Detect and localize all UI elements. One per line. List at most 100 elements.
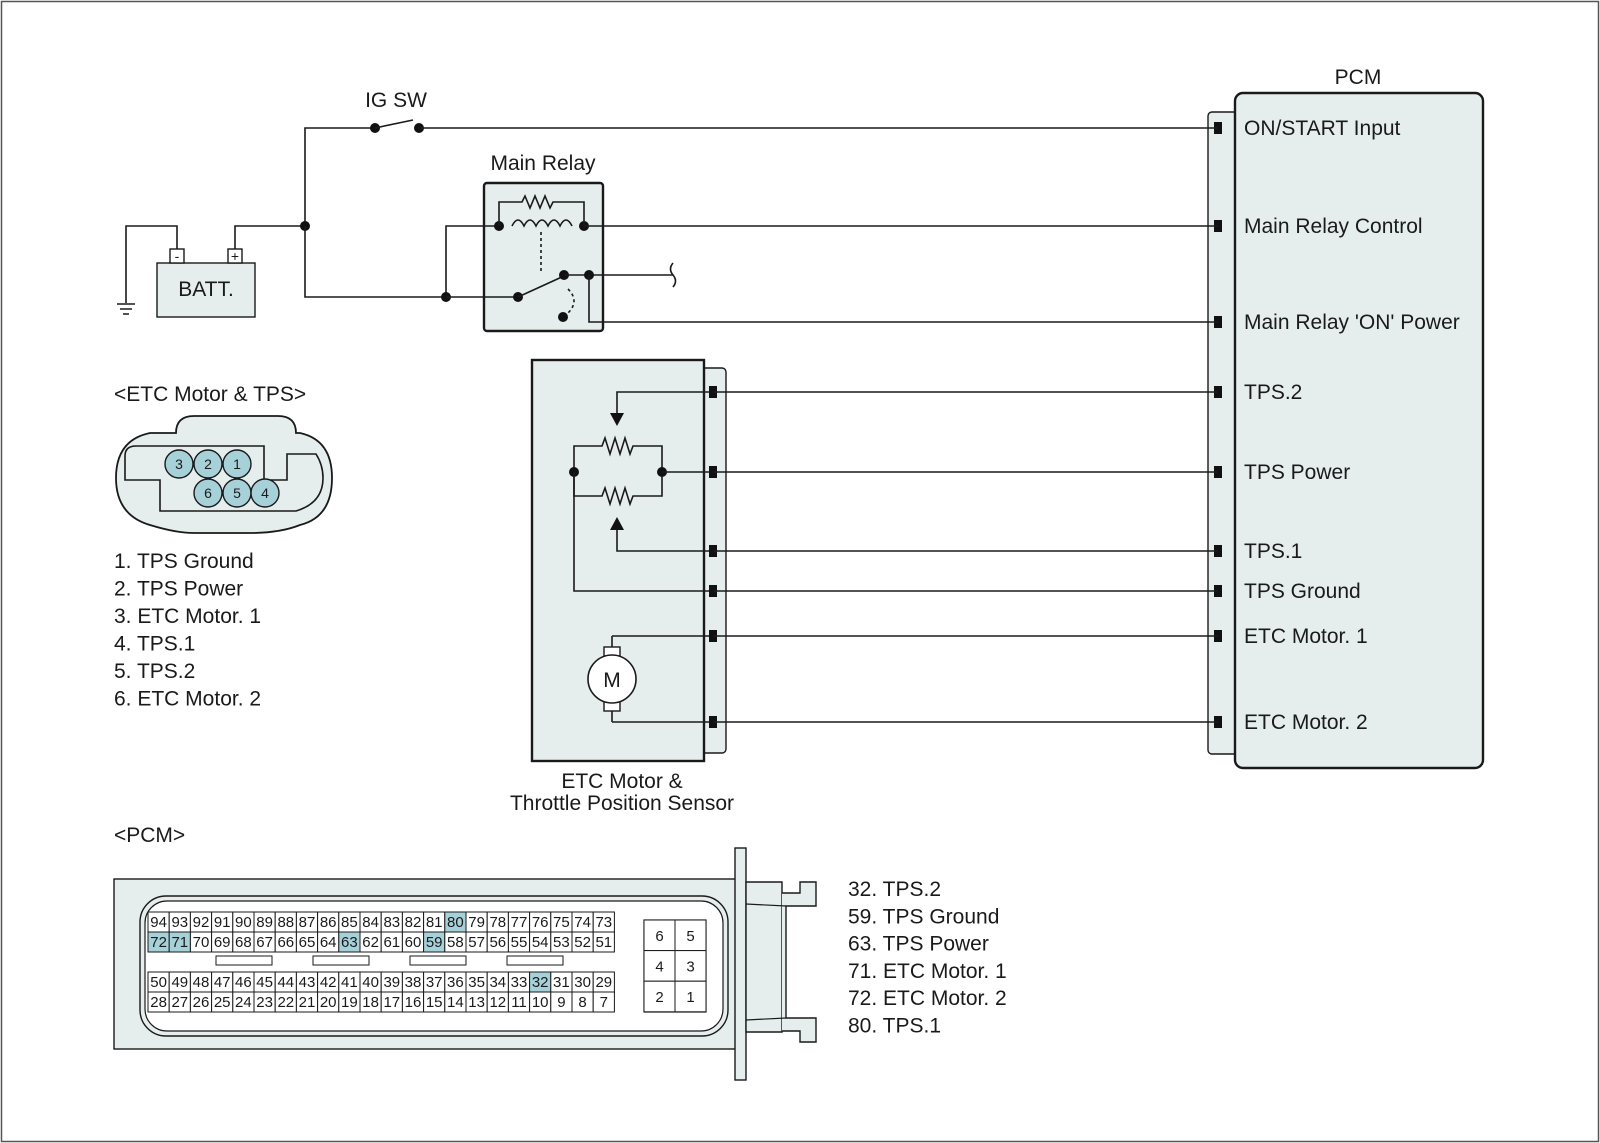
pcm-pin-number: 41 (341, 974, 358, 991)
etc-pin-number: 1 (233, 456, 241, 472)
pcm-pin-number: 60 (405, 934, 422, 951)
pcm-pin-number: 19 (341, 994, 358, 1011)
main-relay-label: Main Relay (490, 152, 596, 175)
battery: - + BATT. (117, 225, 305, 318)
pcm-terminal-label-tps-2: TPS.2 (1244, 381, 1302, 404)
battery-ground-wire (125, 225, 178, 303)
pcm-pin-number: 70 (193, 934, 210, 951)
pcm-side-pin-1 (674, 980, 707, 1013)
pcm-pin-number: 55 (511, 934, 528, 951)
pcm-pin-number: 30 (574, 974, 591, 991)
etc-pin-4 (250, 478, 280, 508)
pcm-pin-number: 92 (193, 914, 210, 931)
etc-pin-number: 3 (175, 456, 183, 472)
etc-pin-number: 2 (204, 456, 212, 472)
ground-symbol (117, 303, 135, 315)
pcm-pin-number: 14 (447, 994, 464, 1011)
pcm-pin-number: 20 (320, 994, 337, 1011)
tps2-wiper-arrow (610, 413, 624, 426)
pcm-pin-number: 50 (150, 974, 167, 991)
pcm-connector-strip (1207, 111, 1239, 755)
pcm-pin-number: 66 (277, 934, 294, 951)
pcm-terminal-label-tps-ground: TPS Ground (1244, 580, 1361, 603)
pcm-pin-number: 44 (277, 974, 294, 991)
pcm-pin-number: 79 (468, 914, 485, 931)
pcm-pin-number: 47 (214, 974, 231, 991)
pcm-key-slot (312, 955, 370, 966)
pcm-pin-number: 15 (426, 994, 443, 1011)
etc-connector-housing (115, 415, 333, 534)
pcm-pin-number: 40 (362, 974, 379, 991)
pcm-pin-number: 45 (256, 974, 273, 991)
pcm-pin-number: 33 (511, 974, 528, 991)
relay-coil (511, 219, 573, 228)
pcm-pin-number: 63 (341, 934, 358, 951)
pcm-pin-number: 74 (574, 914, 591, 931)
pcm-pin-number: 26 (193, 994, 210, 1011)
etc-legend-item: 5. TPS.2 (114, 660, 195, 683)
battery-minus-label: - (175, 248, 180, 264)
pcm-pin-number: 7 (600, 994, 608, 1011)
pcm-pin-number: 88 (277, 914, 294, 931)
tps1-wiper-arrow (610, 517, 624, 530)
pcm-pin-number: 67 (256, 934, 273, 951)
pcm-pin-number: 57 (468, 934, 485, 951)
tps-resistor-1 (573, 435, 663, 472)
etc-pin-1 (222, 449, 252, 479)
etc-body-label-line1: ETC Motor & (561, 770, 682, 793)
etc-legend-item: 1. TPS Ground (114, 550, 254, 573)
pcm-pin-number: 62 (362, 934, 379, 951)
pcm-pin-number: 86 (320, 914, 337, 931)
etc-pin-6 (193, 478, 223, 508)
ig-switch-blade (374, 119, 414, 129)
ig-feed-wire (304, 127, 375, 226)
pcm-pin-number: 54 (532, 934, 549, 951)
etc-legend-item: 6. ETC Motor. 2 (114, 688, 261, 711)
pcm-pin-number: 46 (235, 974, 252, 991)
ignition-switch: IG SW (300, 89, 1218, 298)
pcm-pin-number: 39 (383, 974, 400, 991)
pcm-pin-number: 51 (595, 934, 612, 951)
battery-body (156, 262, 256, 318)
pcm-title: PCM (1335, 66, 1382, 89)
pcm-pin-number: 18 (362, 994, 379, 1011)
tps-resistor-2 (573, 472, 663, 507)
pcm-pin-number: 94 (150, 914, 167, 931)
pcm-legend-item: 32. TPS.2 (848, 878, 941, 901)
pcm-pin-number: 80 (447, 914, 464, 931)
pcm-pin-number: 83 (383, 914, 400, 931)
pcm-side-pin-number: 2 (655, 989, 663, 1006)
pcm-pin-number: 22 (277, 994, 294, 1011)
pcm-pin-number: 71 (171, 934, 188, 951)
pcm-pin-number: 49 (171, 974, 188, 991)
pcm-pin-number: 35 (468, 974, 485, 991)
etc-motor-tps-component: ETC Motor & Throttle Position Sensor M (510, 358, 734, 815)
harness-wires (713, 391, 1218, 723)
battery-positive-wire (234, 225, 305, 249)
etc-pin-number: 5 (233, 485, 241, 501)
pcm-pin-number: 42 (320, 974, 337, 991)
pcm-pin-number: 82 (405, 914, 422, 931)
main-relay-body (482, 181, 605, 333)
motor-label: M (603, 669, 621, 692)
pcm-pin-number: 36 (447, 974, 464, 991)
pcm-terminal-label-etc-motor-2: ETC Motor. 2 (1244, 711, 1368, 734)
pcm-pin-number: 31 (553, 974, 570, 991)
pcm-pin-number: 43 (299, 974, 316, 991)
pcm-pin-51 (592, 931, 615, 953)
pcm-pin-number: 81 (426, 914, 443, 931)
pcm-pin-number: 8 (578, 994, 586, 1011)
battery-label: BATT. (178, 278, 234, 301)
pcm-pin-number: 87 (299, 914, 316, 931)
pcm-legend-item: 72. ETC Motor. 2 (848, 987, 1007, 1010)
motor-icon (587, 654, 637, 704)
